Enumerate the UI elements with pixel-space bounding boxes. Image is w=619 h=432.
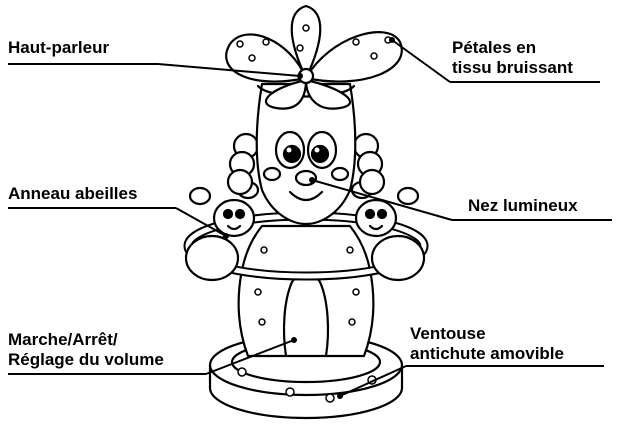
label-suction-line1: Ventouse [410, 324, 486, 344]
label-power-line2: Réglage du volume [8, 350, 164, 370]
label-bee-ring: Anneau abeilles [8, 184, 137, 204]
label-suction-line2: antichute amovible [410, 344, 564, 364]
label-nose: Nez lumineux [468, 196, 578, 216]
label-petals-line2: tissu bruissant [452, 58, 573, 78]
label-power-line1: Marche/Arrêt/ [8, 330, 118, 350]
label-speaker: Haut-parleur [8, 38, 109, 58]
label-petals-line1: Pétales en [452, 38, 536, 58]
